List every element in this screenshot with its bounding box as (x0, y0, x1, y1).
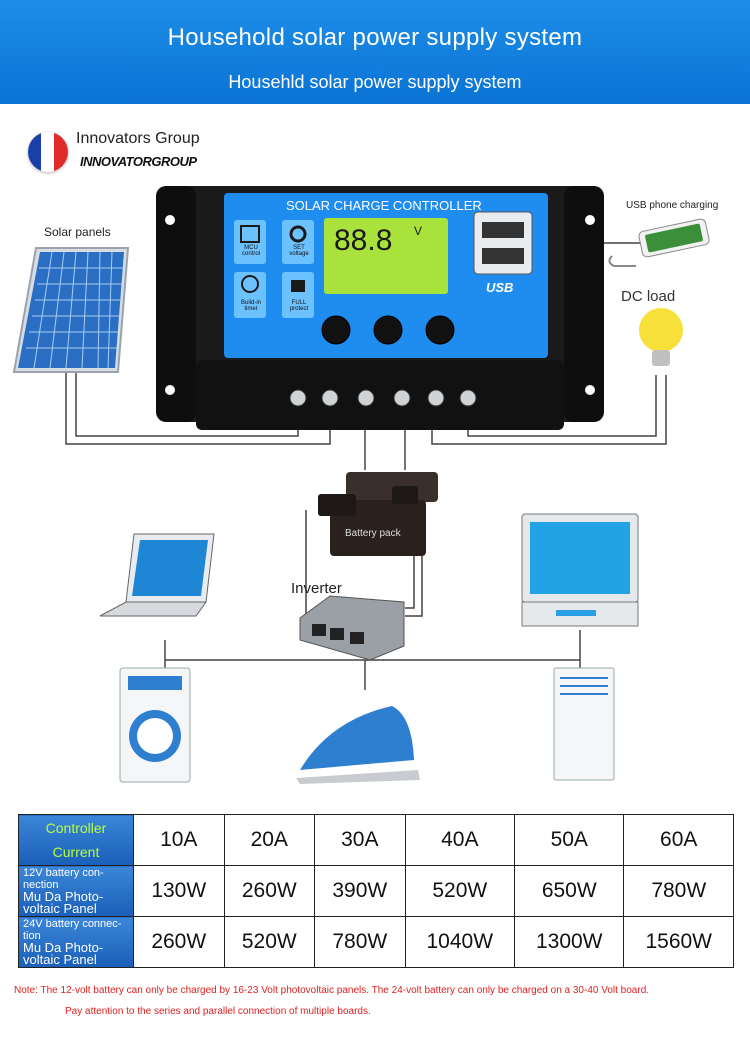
header-banner: Household solar power supply system Hous… (0, 0, 750, 104)
table-row: Controller Current 10A 20A 30A 40A 50A 6… (18, 814, 734, 866)
table-cell: 650W (514, 865, 625, 917)
table-cell: 780W (314, 916, 406, 968)
page-title: Household solar power supply system (167, 24, 583, 51)
table-cell: 1040W (404, 916, 516, 968)
washing-machine-icon (119, 667, 191, 783)
table-cell: 260W (223, 865, 316, 917)
table-cell: 260W (133, 916, 225, 968)
brand-name: Innovators Group (76, 130, 200, 147)
usb-port-icon (473, 211, 533, 275)
full-protect-icon (282, 272, 314, 318)
light-bulb-icon (639, 308, 683, 366)
table-cell: 10A (133, 814, 225, 866)
table-cell: 130W (133, 865, 225, 917)
dc-load-label: DC load (621, 288, 676, 305)
air-conditioner-icon (553, 667, 615, 781)
battery-pack-icon (318, 472, 438, 556)
usb-label: USB (486, 280, 514, 295)
system-diagram (12, 186, 710, 784)
terminal-screws (289, 389, 477, 407)
monitor-icon (521, 513, 639, 627)
table-cell: 390W (314, 865, 406, 917)
battery-pack-label: Battery pack (345, 528, 401, 539)
set-voltage-label: SET voltage (289, 245, 309, 257)
iron-icon (296, 706, 420, 784)
note-line-2: Pay attention to the series and parallel… (65, 1006, 371, 1017)
row-label-panel: Mu Da Photo-voltaic Panel (23, 940, 104, 967)
table-cell: 780W (623, 865, 734, 917)
row-label-24v: 24V battery connec-tion (23, 918, 122, 942)
brand-logo-text: INNOVATORGROUP (80, 154, 197, 169)
note-line-1: Note: The 12-volt battery can only be ch… (14, 985, 650, 996)
table-cell: 1300W (514, 916, 625, 968)
table-cell: 1560W (623, 916, 734, 968)
table-cell: 60A (623, 814, 734, 866)
lcd-value: 88.8 (334, 224, 393, 257)
table-cell: 520W (404, 865, 516, 917)
table-cell: 50A (514, 814, 625, 866)
down-knob[interactable] (425, 315, 455, 345)
laptop-icon (99, 533, 215, 617)
table-cell: 20A (223, 814, 316, 866)
table-cell: 30A (314, 814, 406, 866)
usb-charging-label: USB phone charging (626, 200, 719, 211)
table-cell: 40A (404, 814, 516, 866)
lcd-unit: V (414, 224, 423, 238)
controller-title: SOLAR CHARGE CONTROLLER (286, 198, 482, 213)
table-header-cell: Controller Current (18, 814, 134, 866)
build-in-timer-label: Build-in timer (240, 300, 261, 312)
mcu-control-label: MCU control (241, 245, 260, 257)
row-label-12v: 12V battery con-nection (23, 867, 104, 891)
header-label-controller: Controller (45, 820, 107, 836)
page-subtitle: Househld solar power supply system (228, 72, 522, 92)
menu-knob[interactable] (321, 315, 351, 345)
inverter-label: Inverter (291, 580, 342, 597)
phone-icon (608, 218, 710, 267)
charge-controller (156, 186, 604, 430)
row-label-panel: Mu Da Photo-voltaic Panel (23, 889, 104, 916)
full-protect-label: FULL protect (289, 300, 309, 312)
up-knob[interactable] (373, 315, 403, 345)
table-row: 12V battery con-nection Mu Da Photo-volt… (18, 865, 734, 917)
row-header-cell: 24V battery connec-tion Mu Da Photo-volt… (18, 916, 134, 968)
lcd-screen (324, 218, 448, 294)
table-cell: 520W (223, 916, 316, 968)
solar-panels-label: Solar panels (44, 225, 111, 239)
header-label-current: Current (52, 844, 100, 860)
row-header-cell: 12V battery con-nection Mu Da Photo-volt… (18, 865, 134, 917)
table-row: 24V battery connec-tion Mu Da Photo-volt… (18, 916, 734, 968)
france-flag-icon (28, 132, 68, 172)
solar-panel-icon (12, 247, 130, 373)
spec-table: Controller Current 10A 20A 30A 40A 50A 6… (18, 814, 734, 968)
inverter-icon (299, 595, 405, 661)
